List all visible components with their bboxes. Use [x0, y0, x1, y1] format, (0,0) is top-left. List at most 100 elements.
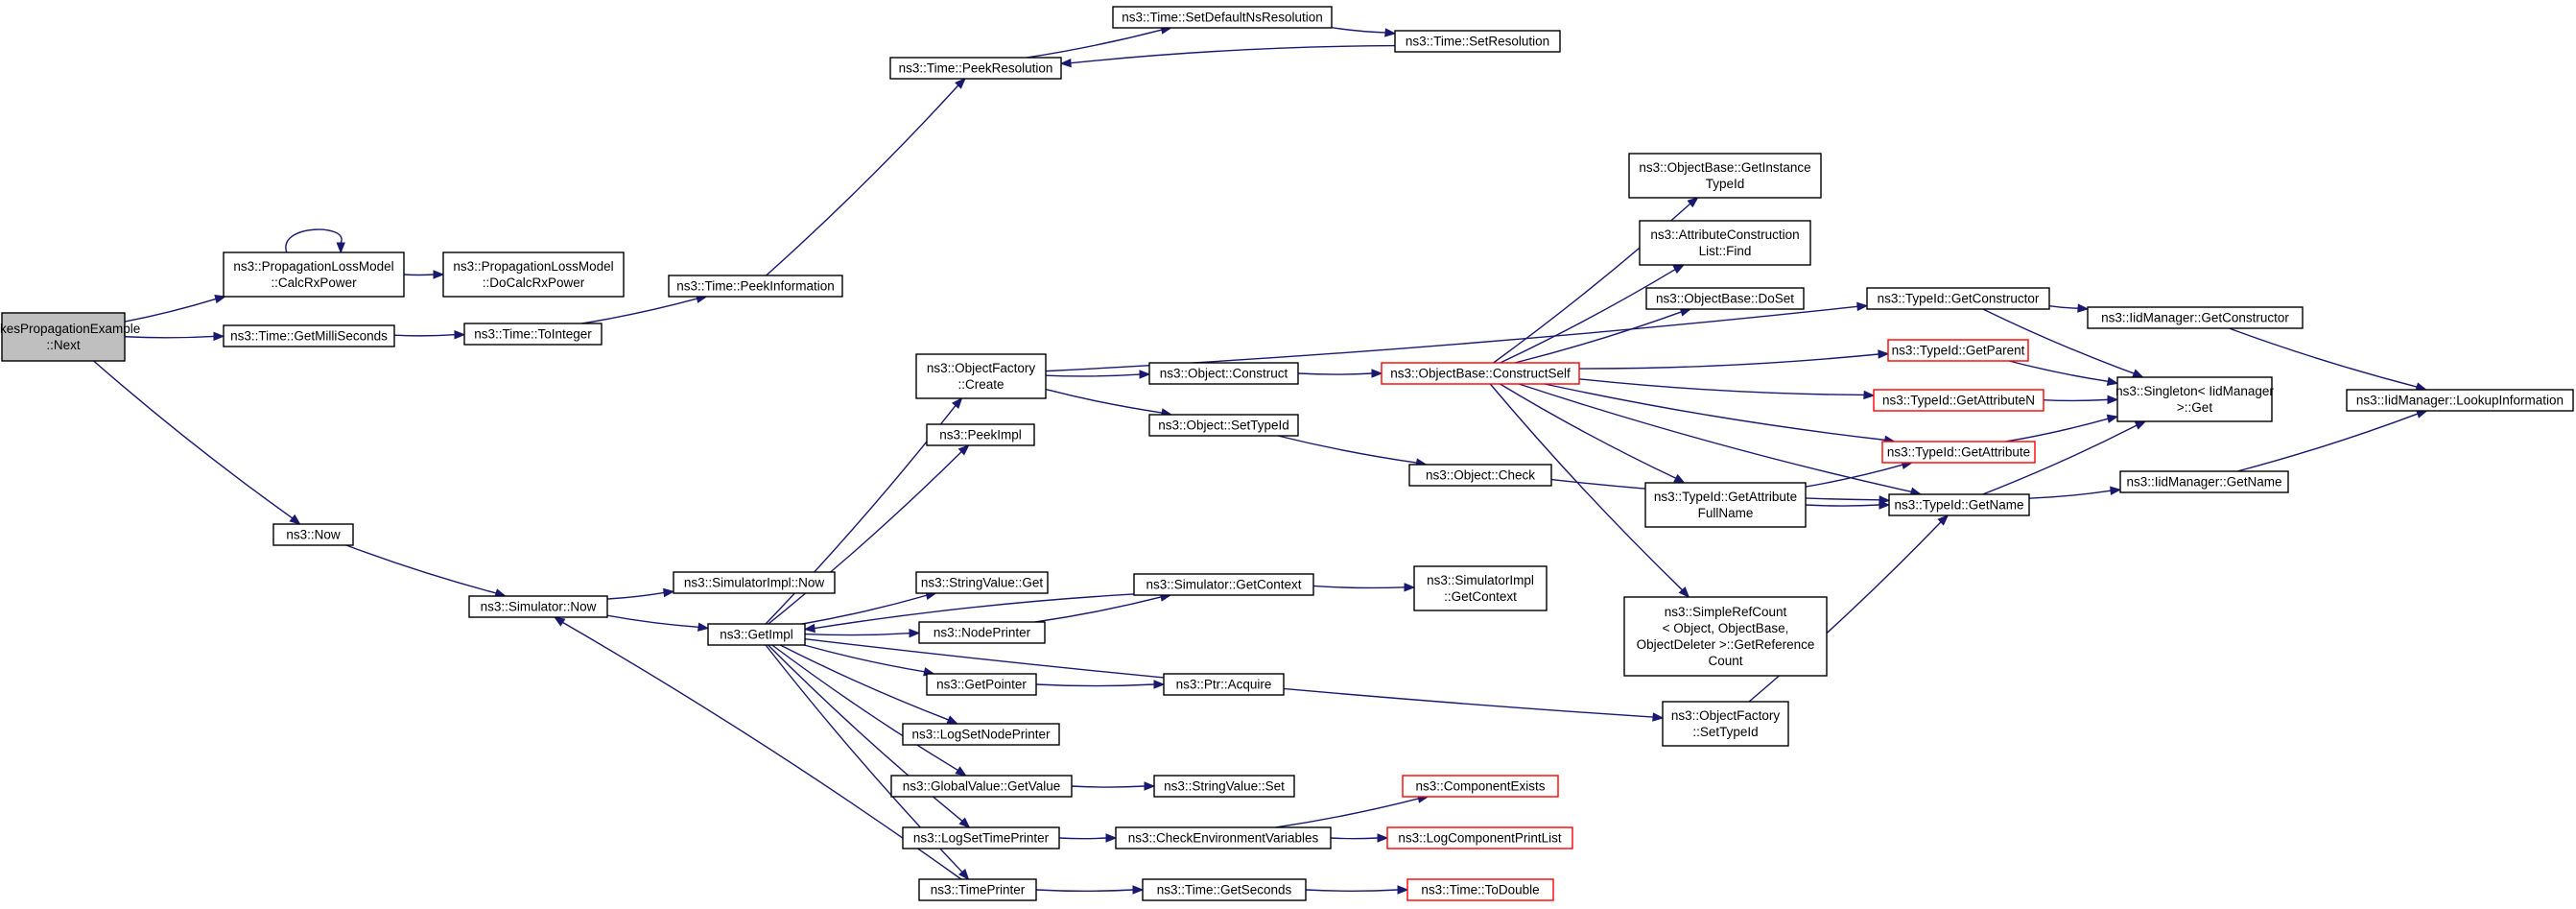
node-node-printer[interactable]: ns3::NodePrinter — [918, 621, 1046, 644]
node-box — [223, 324, 395, 347]
edge-arrowhead — [1863, 390, 1876, 400]
node-singleton-get[interactable]: ns3::Singleton< IidManager >::Get — [2115, 376, 2274, 422]
node-peek-res[interactable]: ns3::Time::PeekResolution — [889, 57, 1062, 80]
edge-path — [803, 644, 925, 673]
node-label: ns3::PeekImpl — [939, 428, 1022, 443]
node-tid-get-attr-n[interactable]: ns3::TypeId::GetAttributeN — [1873, 389, 2044, 412]
node-log-set-node[interactable]: ns3::LogSetNodePrinter — [902, 723, 1060, 746]
node-log-set-time[interactable]: ns3::LogSetTimePrinter — [902, 826, 1060, 849]
edge-obj-base-cs-to-tid-get-parent — [1578, 349, 1890, 370]
node-set-def-ns[interactable]: ns3::Time::SetDefaultNsResolution — [1112, 6, 1333, 29]
node-obj-construct[interactable]: ns3::Object::Construct — [1148, 362, 1299, 385]
node-box — [223, 251, 405, 298]
node-now[interactable]: ns3::Now — [272, 523, 354, 546]
edge-path — [1500, 383, 1677, 479]
node-time-to-double[interactable]: ns3::Time::ToDouble — [1406, 878, 1554, 901]
edge-obj-fact-create-to-tid-get-ctor — [1045, 301, 1869, 372]
node-check-env[interactable]: ns3::CheckEnvironmentVariables — [1115, 826, 1332, 849]
node-iid-lookup[interactable]: ns3::IidManager::LookupInformation — [2346, 389, 2574, 412]
node-sim-impl-ctx[interactable]: ns3::SimulatorImpl::GetContext — [1413, 565, 1548, 611]
edge-path — [1544, 383, 1885, 442]
edge-sim-get-ctx-to-get-impl — [803, 593, 1135, 634]
node-ptr-acquire[interactable]: ns3::Ptr::Acquire — [1163, 673, 1285, 696]
node-label: ns3::Singleton< IidManager — [2115, 384, 2274, 398]
node-box — [1645, 287, 1805, 310]
node-tid-get-parent[interactable]: ns3::TypeId::GetParent — [1887, 339, 2029, 362]
node-box — [1887, 339, 2029, 362]
node-simple-ref[interactable]: ns3::SimpleRefCount< Object, ObjectBase,… — [1623, 596, 1828, 677]
node-box — [1639, 220, 1811, 266]
edge-arrowhead — [1105, 833, 1118, 843]
edge-arrowhead — [1153, 680, 1166, 689]
node-time-printer[interactable]: ns3::TimePrinter — [918, 878, 1037, 901]
node-sim-get-ctx[interactable]: ns3::Simulator::GetContext — [1133, 573, 1314, 596]
node-get-impl[interactable]: ns3::GetImpl — [707, 623, 806, 646]
edge-path — [285, 228, 343, 253]
node-peek-impl[interactable]: ns3::PeekImpl — [926, 423, 1035, 446]
edge-now-to-sim-now — [345, 544, 507, 598]
node-sim-impl-now[interactable]: ns3::SimulatorImpl::Now — [673, 571, 836, 594]
node-obj-base-cs[interactable]: ns3::ObjectBase::ConstructSelf — [1381, 362, 1580, 385]
node-sim-now[interactable]: ns3::Simulator::Now — [468, 595, 608, 618]
nodes-layer: JakesPropagationExample::Next ns3::Propag… — [0, 6, 2574, 901]
node-jakes[interactable]: JakesPropagationExample::Next — [0, 312, 140, 362]
node-plm-calc[interactable]: ns3::PropagationLossModel::CalcRxPower — [223, 251, 405, 298]
node-get-milli[interactable]: ns3::Time::GetMilliSeconds — [223, 324, 395, 347]
edge-path — [1489, 383, 1683, 591]
edge-path — [1275, 798, 1419, 828]
node-to-integer[interactable]: ns3::Time::ToInteger — [463, 323, 603, 346]
node-box — [1623, 596, 1828, 677]
edge-arrowhead — [1059, 58, 1072, 68]
node-get-pointer[interactable]: ns3::GetPointer — [926, 673, 1037, 696]
edge-path — [562, 621, 962, 880]
node-str-set[interactable]: ns3::StringValue::Set — [1153, 775, 1295, 798]
edge-obj-set-type-id-to-obj-check — [1277, 435, 1428, 467]
node-label: ns3::AttributeConstruction — [1650, 227, 1799, 242]
node-gv-get-value[interactable]: ns3::GlobalValue::GetValue — [890, 775, 1073, 798]
edge-arrowhead — [1404, 583, 1416, 592]
node-plm-do-calc[interactable]: ns3::PropagationLossModel::DoCalcRxPower — [442, 251, 625, 298]
node-str-get[interactable]: ns3::StringValue::Get — [915, 571, 1049, 594]
node-tid-get-name[interactable]: ns3::TypeId::GetName — [1888, 493, 2030, 516]
node-tid-get-ctor[interactable]: ns3::TypeId::GetConstructor — [1866, 287, 2050, 310]
edge-gv-get-value-to-str-set — [1071, 781, 1156, 791]
node-box — [468, 595, 608, 618]
node-comp-exists[interactable]: ns3::ComponentExists — [1402, 775, 1559, 798]
node-box — [463, 323, 603, 346]
edge-tid-get-name-to-singleton-get — [1982, 420, 2147, 495]
edge-path — [1748, 521, 1942, 703]
node-label: List::Find — [1699, 244, 1752, 258]
edge-get-impl-to-node-printer — [804, 628, 921, 638]
edge-obj-base-cs-to-ob-do-set — [1514, 307, 1692, 364]
edge-path — [581, 298, 697, 324]
node-obj-set-type-id[interactable]: ns3::Object::SetTypeId — [1148, 414, 1299, 437]
node-label: ::DoCalcRxPower — [483, 275, 585, 290]
node-box — [1133, 573, 1314, 596]
edge-peek-info-to-peek-res — [766, 78, 966, 276]
node-label: ns3::Object::Construct — [1160, 367, 1288, 381]
node-obj-fact-set-tid[interactable]: ns3::ObjectFactory::SetTypeId — [1662, 701, 1789, 747]
node-time-get-sec[interactable]: ns3::Time::GetSeconds — [1142, 878, 1307, 901]
edge-path — [124, 298, 217, 323]
node-tid-get-attr[interactable]: ns3::TypeId::GetAttribute — [1881, 441, 2036, 464]
node-label: ns3::PropagationLossModel — [233, 259, 393, 274]
node-set-res[interactable]: ns3::Time::SetResolution — [1394, 30, 1561, 53]
edge-path — [2236, 413, 2419, 472]
node-label: ns3::TypeId::GetParent — [1892, 344, 2025, 358]
node-obj-fact-create[interactable]: ns3::ObjectFactory::Create — [915, 353, 1047, 399]
node-peek-info[interactable]: ns3::Time::PeekInformation — [668, 275, 843, 298]
edge-arrowhead — [1673, 473, 1686, 484]
node-iid-get-name[interactable]: ns3::IidManager::GetName — [2119, 470, 2289, 493]
node-ob-do-set[interactable]: ns3::ObjectBase::DoSet — [1645, 287, 1805, 310]
edge-arrowhead — [958, 817, 971, 828]
node-obj-check[interactable]: ns3::Object::Check — [1408, 464, 1552, 487]
edge-path — [1578, 378, 1865, 396]
node-label: ns3::IidManager::GetName — [2126, 475, 2281, 490]
node-iid-get-ctor[interactable]: ns3::IidManager::GetConstructor — [2087, 306, 2304, 329]
edge-arrowhead — [553, 616, 566, 627]
node-box — [918, 878, 1037, 901]
node-log-comp-list[interactable]: ns3::LogComponentPrintList — [1386, 826, 1573, 849]
